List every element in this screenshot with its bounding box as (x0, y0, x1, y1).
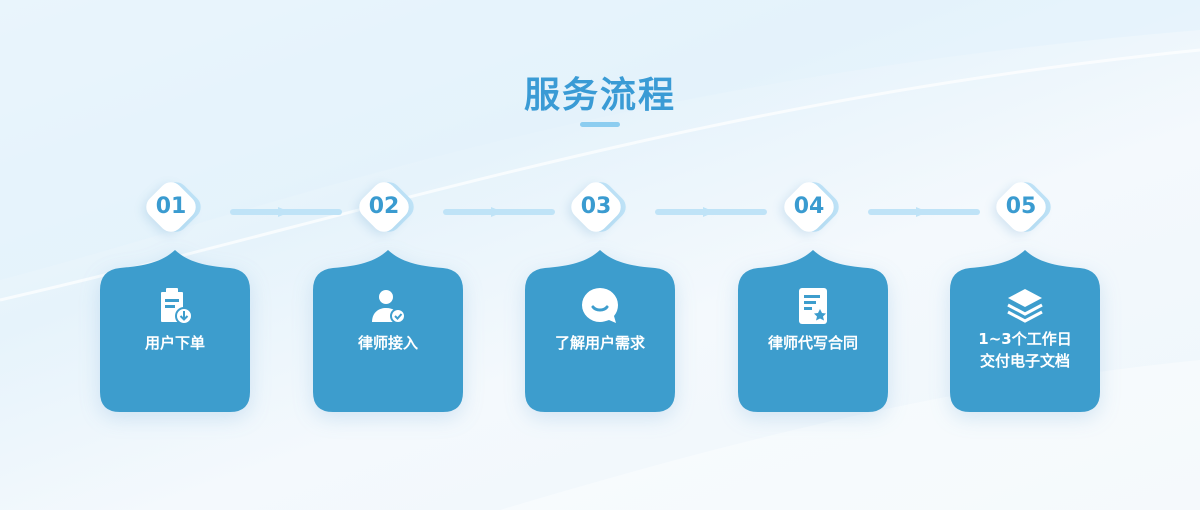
arrow-connector (868, 207, 980, 217)
step-number: 01 (155, 194, 187, 219)
step-number-badge: 04 (779, 177, 844, 242)
step-card: 律师接入 (313, 250, 463, 412)
title-underline (580, 122, 620, 127)
clipboard-download-icon (161, 288, 193, 325)
step-label: 用户下单 (144, 334, 205, 352)
step-label: 律师接入 (357, 334, 418, 352)
step-card: 了解用户需求 (525, 250, 675, 412)
user-check-icon (372, 290, 406, 324)
step-number-badge: 01 (141, 177, 206, 242)
step-number-badge: 02 (354, 177, 419, 242)
arrow-connector (443, 207, 555, 217)
step-number-badge: 05 (991, 177, 1056, 242)
step-label: 了解用户需求 (554, 334, 645, 352)
arrow-connector (230, 207, 342, 217)
step-label: 律师代写合同 (767, 334, 858, 352)
step-label: 交付电子文档 (979, 352, 1070, 370)
step-card: 律师代写合同 (738, 250, 888, 412)
step-02: 02 律师接入 (313, 177, 463, 420)
step-number-badge: 03 (566, 177, 631, 242)
layers-icon (1007, 289, 1043, 323)
step-label: 1~3个工作日 (978, 330, 1072, 348)
page-title: 服务流程 (523, 75, 676, 116)
arrow-connector (655, 207, 767, 217)
step-number: 02 (368, 194, 400, 219)
step-03: 03 了解用户需求 (525, 177, 675, 420)
document-star-icon (799, 288, 827, 324)
step-number: 03 (580, 194, 612, 219)
chat-bubble-icon (582, 288, 619, 323)
step-05: 05 1~3个工作日交付电子文档 (950, 177, 1100, 420)
step-card: 1~3个工作日交付电子文档 (950, 250, 1100, 412)
step-01: 01 用户下单 (100, 177, 250, 420)
step-number: 04 (793, 194, 825, 219)
step-number: 05 (1005, 194, 1037, 219)
step-card: 用户下单 (100, 250, 250, 412)
step-04: 04 律师代写合同 (738, 177, 888, 420)
